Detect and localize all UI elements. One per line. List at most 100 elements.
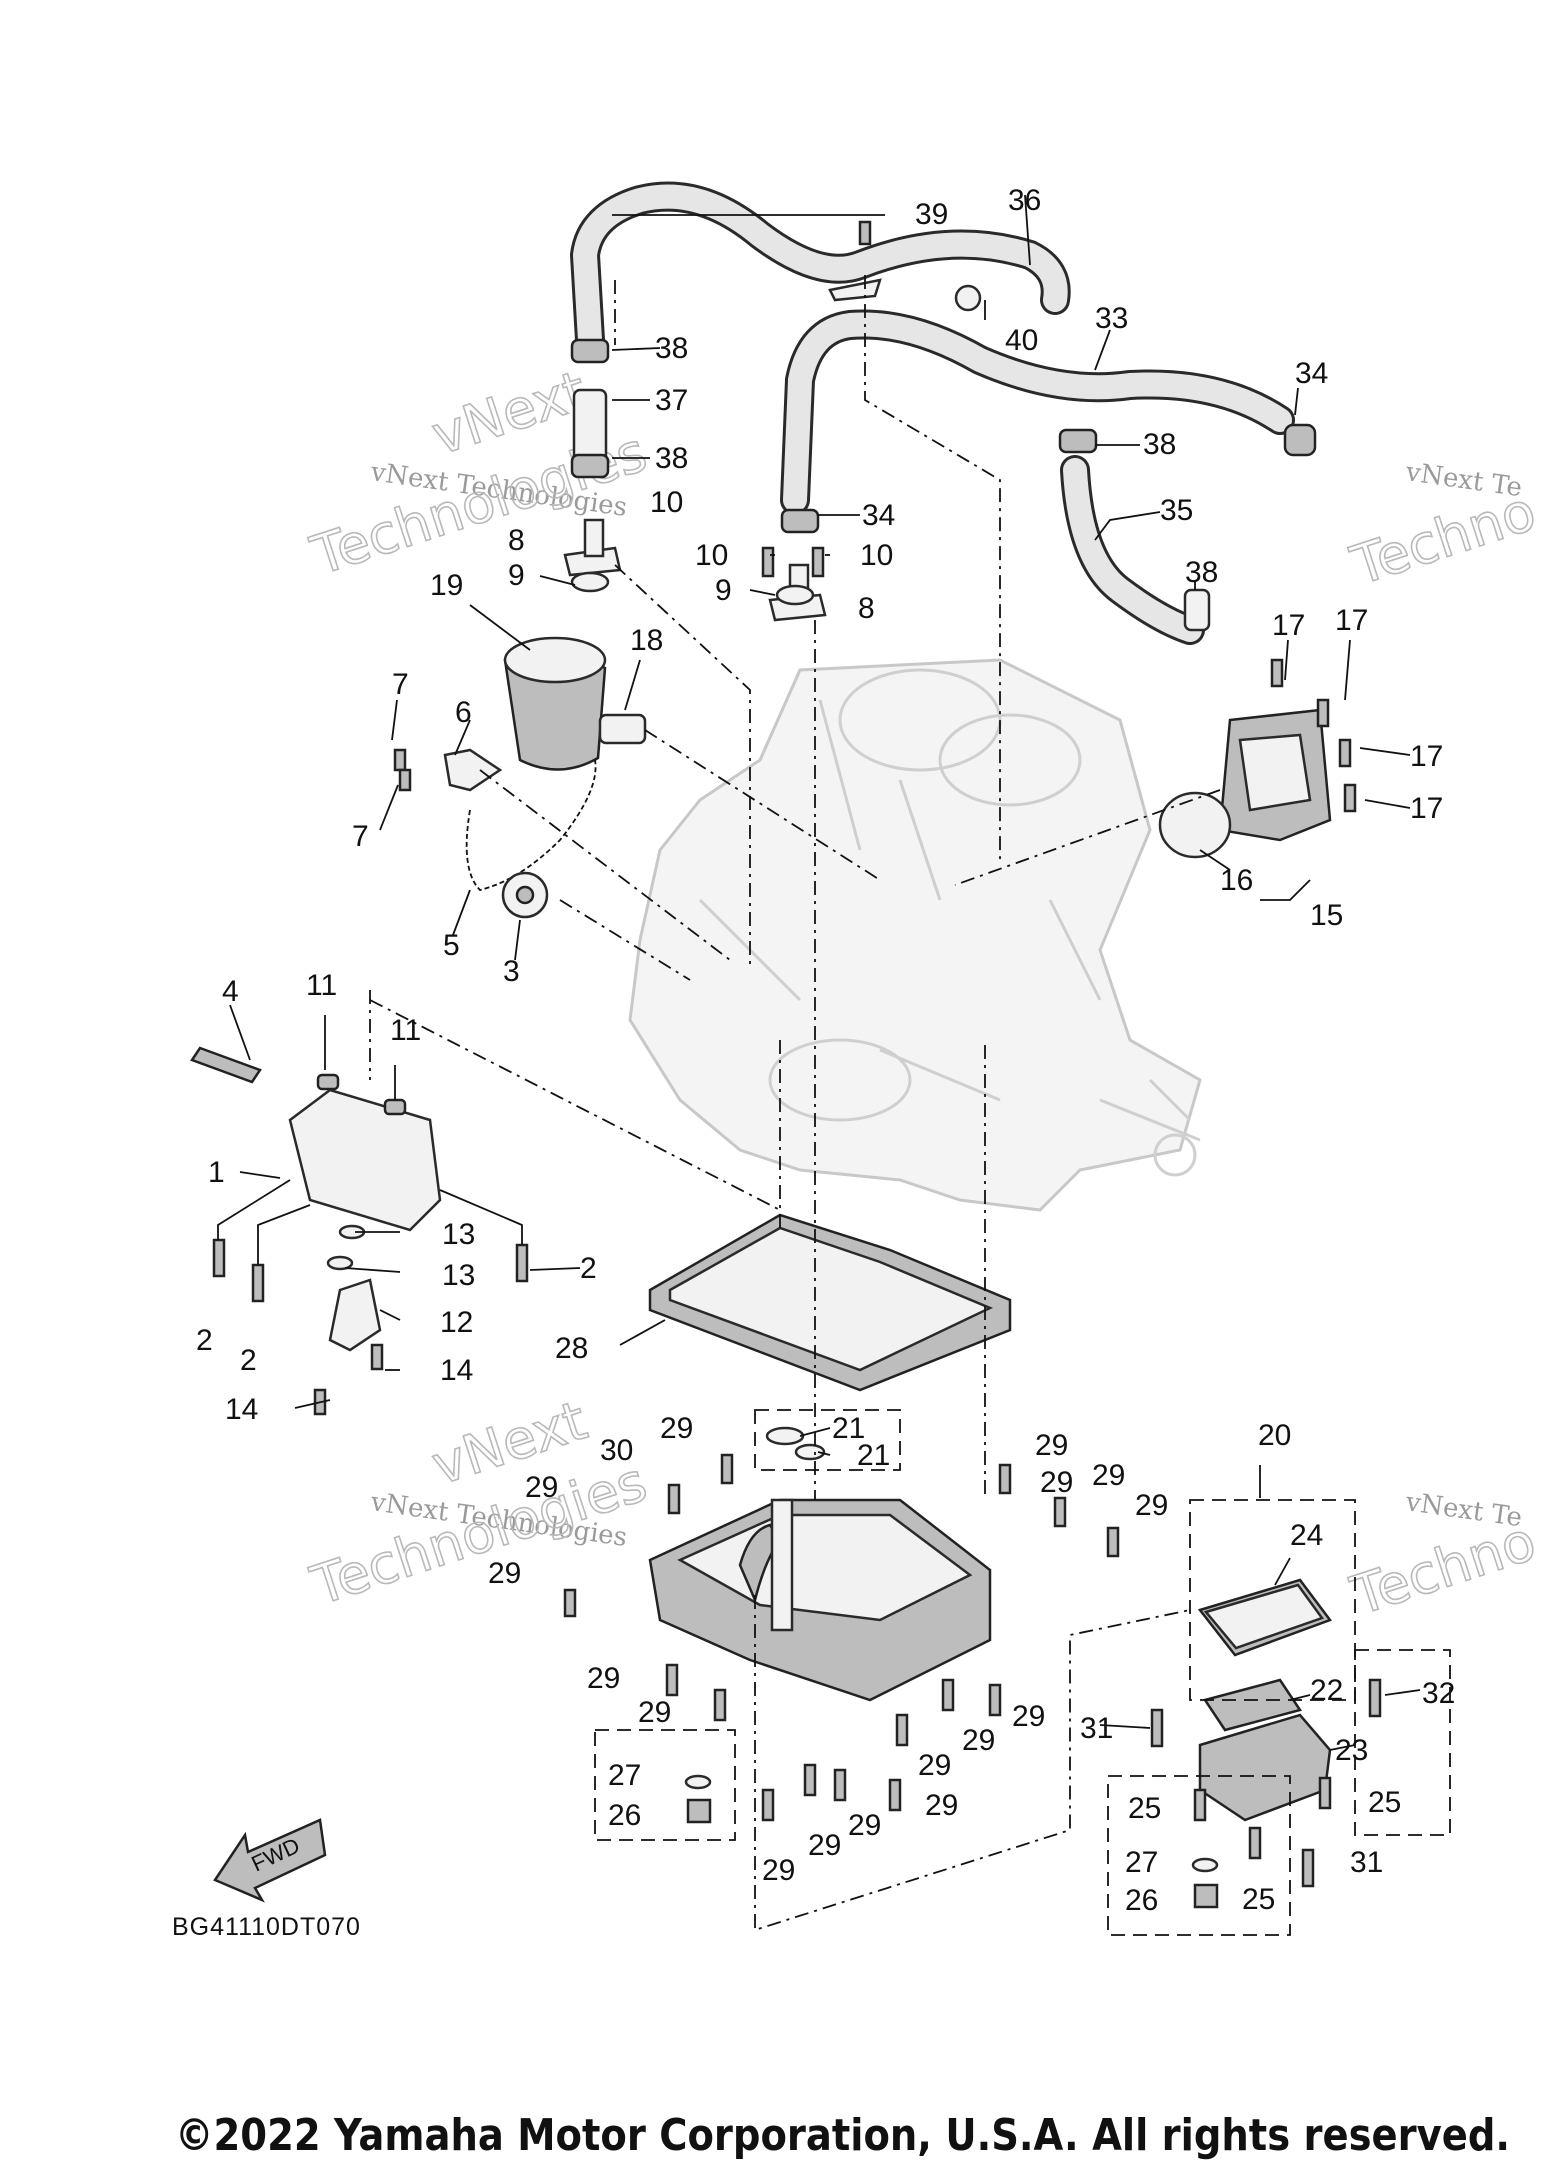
callout-30: 30 <box>600 1434 633 1467</box>
reference-code: BG41110DT070 <box>172 1913 361 1941</box>
watermark-big-top-right: Techno <box>1344 479 1541 597</box>
callout-29-j: 29 <box>962 1724 995 1757</box>
copyright-notice: ©2022 Yamaha Motor Corporation, U.S.A. A… <box>175 2110 1510 2161</box>
callout-25-b: 25 <box>1128 1792 1161 1825</box>
callout-4: 4 <box>222 975 239 1008</box>
callout-38-mid: 38 <box>655 442 688 475</box>
callout-29-b: 29 <box>525 1471 558 1504</box>
hose-35 <box>1060 455 1205 645</box>
callout-10-right: 10 <box>860 539 893 572</box>
flanges <box>563 518 827 622</box>
callout-29-n: 29 <box>808 1829 841 1862</box>
watermark-big-bottom-right: Techno <box>1344 1509 1541 1627</box>
callout-29-l: 29 <box>925 1789 958 1822</box>
oil-cooler <box>1158 658 1357 859</box>
callout-29-p: 29 <box>1040 1466 1073 1499</box>
callout-25-a: 25 <box>1368 1786 1401 1819</box>
group-boxes <box>594 1409 1451 1936</box>
callout-11-a: 11 <box>306 969 337 1002</box>
strainer-assembly <box>684 1578 1333 1909</box>
callout-7-bottom: 7 <box>352 820 369 853</box>
callout-28: 28 <box>555 1332 588 1365</box>
callout-38-top: 38 <box>655 332 688 365</box>
callout-2-a: 2 <box>196 1324 213 1357</box>
callout-35: 35 <box>1160 494 1193 527</box>
callout-11-b: 11 <box>390 1014 421 1047</box>
callout-34-mid: 34 <box>862 499 895 532</box>
callout-9-left: 9 <box>508 559 525 592</box>
callout-29-h: 29 <box>638 1696 671 1729</box>
callout-13-a: 13 <box>442 1218 475 1251</box>
clamps <box>570 220 1317 632</box>
callout-8-left: 8 <box>508 524 525 557</box>
callout-40: 40 <box>1005 324 1038 357</box>
callout-17-c: 17 <box>1410 740 1443 773</box>
callout-7-top: 7 <box>392 668 409 701</box>
callout-29-e: 29 <box>1092 1459 1125 1492</box>
callout-34-top: 34 <box>1295 357 1328 390</box>
callout-17-a: 17 <box>1272 609 1305 642</box>
callout-29-i: 29 <box>1012 1700 1045 1733</box>
callouts: 39 36 40 33 34 38 37 38 38 35 38 34 10 1… <box>196 184 1455 1917</box>
callout-10-left: 10 <box>650 486 683 519</box>
callout-38-bottom: 38 <box>1185 556 1218 589</box>
callout-21-a: 21 <box>832 1412 865 1445</box>
callout-17-b: 17 <box>1335 604 1368 637</box>
callout-13-b: 13 <box>442 1259 475 1292</box>
callout-20: 20 <box>1258 1419 1291 1452</box>
callout-29-g: 29 <box>587 1662 620 1695</box>
callout-16: 16 <box>1220 864 1253 897</box>
callout-1: 1 <box>208 1156 225 1189</box>
oil-filter <box>503 636 647 771</box>
callout-29-a: 29 <box>660 1412 693 1445</box>
callout-14-a: 14 <box>440 1354 473 1387</box>
callout-5: 5 <box>443 929 460 962</box>
oil-pan <box>648 1426 992 1702</box>
callout-18: 18 <box>630 624 663 657</box>
fwd-arrow: FWD <box>213 1818 327 1903</box>
callout-32: 32 <box>1422 1677 1455 1710</box>
callout-23: 23 <box>1335 1734 1368 1767</box>
callout-37: 37 <box>655 384 688 417</box>
callout-22: 22 <box>1310 1674 1343 1707</box>
callout-12: 12 <box>440 1306 473 1339</box>
callout-24: 24 <box>1290 1519 1323 1552</box>
callout-17-d: 17 <box>1410 792 1443 825</box>
callout-27-a: 27 <box>608 1759 641 1792</box>
callout-10-mid: 10 <box>695 539 728 572</box>
callout-25-c: 25 <box>1242 1883 1275 1916</box>
callout-31-b: 31 <box>1350 1846 1383 1879</box>
leader-lines <box>217 194 1421 1751</box>
callout-2-b: 2 <box>240 1344 257 1377</box>
callout-39: 39 <box>915 198 948 231</box>
callout-38-right: 38 <box>1143 428 1176 461</box>
callout-26-a: 26 <box>608 1799 641 1832</box>
callout-9-right: 9 <box>715 574 732 607</box>
callout-29-f: 29 <box>1135 1489 1168 1522</box>
callout-29-c: 29 <box>488 1557 521 1590</box>
callout-19: 19 <box>430 569 463 602</box>
engine-crankcase <box>628 658 1202 1212</box>
callout-15: 15 <box>1310 899 1343 932</box>
dash-lines <box>369 275 1221 1932</box>
callout-3: 3 <box>503 955 520 988</box>
chain-sprocket <box>393 748 597 919</box>
callout-29-m: 29 <box>848 1809 881 1842</box>
callout-33: 33 <box>1095 302 1128 335</box>
callout-14-b: 14 <box>225 1393 258 1426</box>
callout-21-b: 21 <box>857 1439 890 1472</box>
callout-29-o: 29 <box>762 1854 795 1887</box>
callout-29-k: 29 <box>918 1749 951 1782</box>
hose-33 <box>780 309 1295 515</box>
bolts <box>563 1453 1382 1888</box>
callout-26-b: 26 <box>1125 1884 1158 1917</box>
callout-2-c: 2 <box>580 1252 597 1285</box>
oil-pan-gasket <box>648 1213 1012 1392</box>
callout-27-b: 27 <box>1125 1846 1158 1879</box>
callout-8-right: 8 <box>858 592 875 625</box>
callout-31-a: 31 <box>1080 1712 1113 1745</box>
callout-29-d: 29 <box>1035 1429 1068 1462</box>
callout-36: 36 <box>1008 184 1041 217</box>
callout-6: 6 <box>455 696 472 729</box>
